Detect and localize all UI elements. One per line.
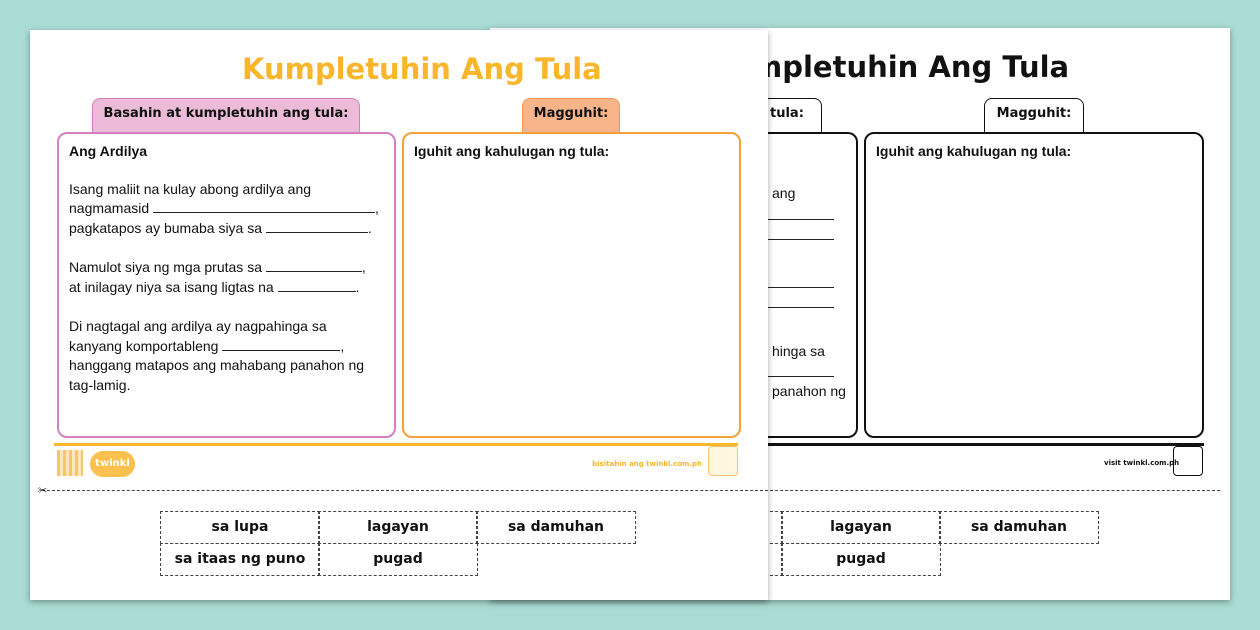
footer-line — [760, 443, 1204, 446]
tab-read: tula: — [740, 98, 822, 132]
poem-line: Isang maliit na kulay abong ardilya ang — [69, 180, 312, 197]
footer-line — [54, 443, 738, 446]
word-card[interactable]: sa itaas ng puno — [160, 542, 320, 576]
poem-fragment: panahon ng — [772, 383, 846, 399]
word-card[interactable]: sa lupa — [160, 511, 320, 545]
quality-badge-icon — [708, 446, 738, 476]
word-card[interactable]: lagayan — [318, 511, 478, 545]
poem-fragment: hinga sa — [772, 343, 825, 359]
word-card[interactable]: sa damuhan — [939, 511, 1099, 545]
cut-line — [760, 490, 1220, 491]
page-title: mpletuhin Ang Tula — [752, 50, 1070, 84]
poem-box: Ang Ardilya Isang maliit na kulay abong … — [57, 132, 396, 438]
quality-badge-icon — [1173, 446, 1203, 476]
footer-url: bisitahin ang twinkl.com.ph — [592, 460, 702, 468]
poem-line: tag-lamig. — [69, 376, 131, 393]
twinkl-logo: twinkl — [90, 451, 135, 477]
poem-line: at inilagay niya sa isang ligtas na . — [69, 278, 360, 295]
poem-box: ang hinga sa panahon ng — [750, 132, 858, 438]
drawing-box[interactable]: Iguhit ang kahulugan ng tula: — [864, 132, 1204, 438]
tab-draw: Magguhit: — [522, 98, 620, 132]
word-card[interactable]: pugad — [318, 542, 478, 576]
poem-fragment: ang — [772, 185, 796, 201]
footer-url: visit twinkl.com.ph — [1104, 459, 1180, 467]
poem-line: kanyang komportableng , — [69, 337, 345, 354]
tab-read: Basahin at kumpletuhin ang tula: — [92, 98, 360, 132]
tab-draw: Magguhit: — [984, 98, 1084, 132]
worksheet-color-page: Kumpletuhin Ang Tula Basahin at kumpletu… — [30, 30, 768, 600]
word-card[interactable]: lagayan — [781, 511, 941, 545]
draw-prompt: Iguhit ang kahulugan ng tula: — [414, 143, 610, 159]
cut-line — [42, 490, 768, 491]
scissors-icon: ✂ — [38, 484, 48, 497]
word-bank: sa lupa lagayan sa damuhan sa itaas ng p… — [160, 511, 636, 576]
word-card[interactable]: pugad — [781, 542, 941, 576]
word-card[interactable]: sa damuhan — [476, 511, 636, 545]
page-title: Kumpletuhin Ang Tula — [242, 52, 602, 86]
draw-prompt: Iguhit ang kahulugan ng tula: — [876, 143, 1072, 159]
poem-line: nagmamasid , — [69, 200, 379, 216]
poem-line: Namulot siya ng mga prutas sa , — [69, 259, 366, 275]
poem-heading: Ang Ardilya — [69, 143, 148, 159]
poem-line: hanggang matapos ang mahabang panahon ng — [69, 357, 365, 373]
drawing-box[interactable]: Iguhit ang kahulugan ng tula: — [402, 132, 741, 438]
qr-code-icon — [57, 450, 83, 476]
poem-line: pagkatapos ay bumaba siya sa . — [69, 219, 372, 236]
poem-line: Di nagtagal ang ardilya ay nagpahinga sa — [69, 318, 327, 334]
